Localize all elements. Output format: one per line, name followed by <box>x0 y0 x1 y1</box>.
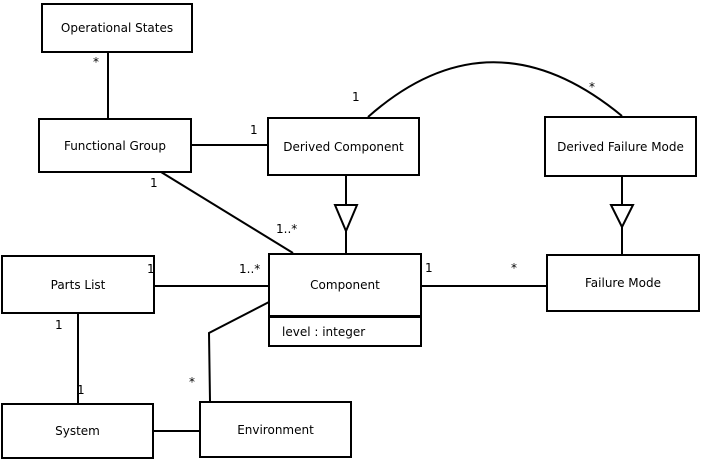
generalization-triangle-icon <box>333 204 359 234</box>
generalization-triangle-icon <box>609 204 635 230</box>
multiplicity-label: 1..* <box>276 222 298 236</box>
class-failure-mode[interactable]: Failure Mode <box>546 254 700 312</box>
class-name: Component <box>310 278 380 292</box>
class-name: Environment <box>237 422 314 437</box>
class-name: Derived Failure Mode <box>557 139 684 154</box>
class-name: Operational States <box>60 21 174 35</box>
class-operational-states[interactable]: Operational States <box>41 3 193 53</box>
multiplicity-label: 1..* <box>239 262 261 276</box>
multiplicity-label: * <box>93 55 99 69</box>
class-system[interactable]: System <box>1 403 154 459</box>
class-environment[interactable]: Environment <box>199 401 352 458</box>
multiplicity-label: * <box>189 375 195 389</box>
class-parts-list[interactable]: Parts List <box>1 255 155 314</box>
class-name: Functional Group <box>63 138 167 153</box>
multiplicity-label: 1 <box>55 318 63 332</box>
class-derived-component[interactable]: Derived Component <box>267 117 420 176</box>
class-name: System <box>55 424 100 438</box>
class-name: Derived Component <box>283 139 404 154</box>
class-attribute-compartment: level : integer <box>270 315 420 345</box>
multiplicity-label: * <box>511 261 517 275</box>
class-derived-failure-mode[interactable]: Derived Failure Mode <box>544 116 697 177</box>
multiplicity-label: * <box>589 80 595 94</box>
class-name-compartment: Component <box>270 255 420 315</box>
edge-functional-group-component <box>160 171 294 254</box>
class-name: Failure Mode <box>585 276 661 290</box>
multiplicity-label: 1 <box>147 262 155 276</box>
multiplicity-label: 1 <box>250 123 258 137</box>
class-name: Parts List <box>50 277 106 292</box>
edge-derived-component-derived-failure-mode-arc <box>367 61 623 118</box>
class-attribute: level : integer <box>282 324 366 339</box>
multiplicity-label: 1 <box>352 90 360 104</box>
multiplicity-label: 1 <box>150 176 158 190</box>
multiplicity-label: 1 <box>77 383 85 397</box>
class-component[interactable]: Component level : integer <box>268 253 422 347</box>
class-functional-group[interactable]: Functional Group <box>38 118 192 173</box>
edge-environment-component <box>207 301 270 402</box>
multiplicity-label: 1 <box>425 261 433 275</box>
